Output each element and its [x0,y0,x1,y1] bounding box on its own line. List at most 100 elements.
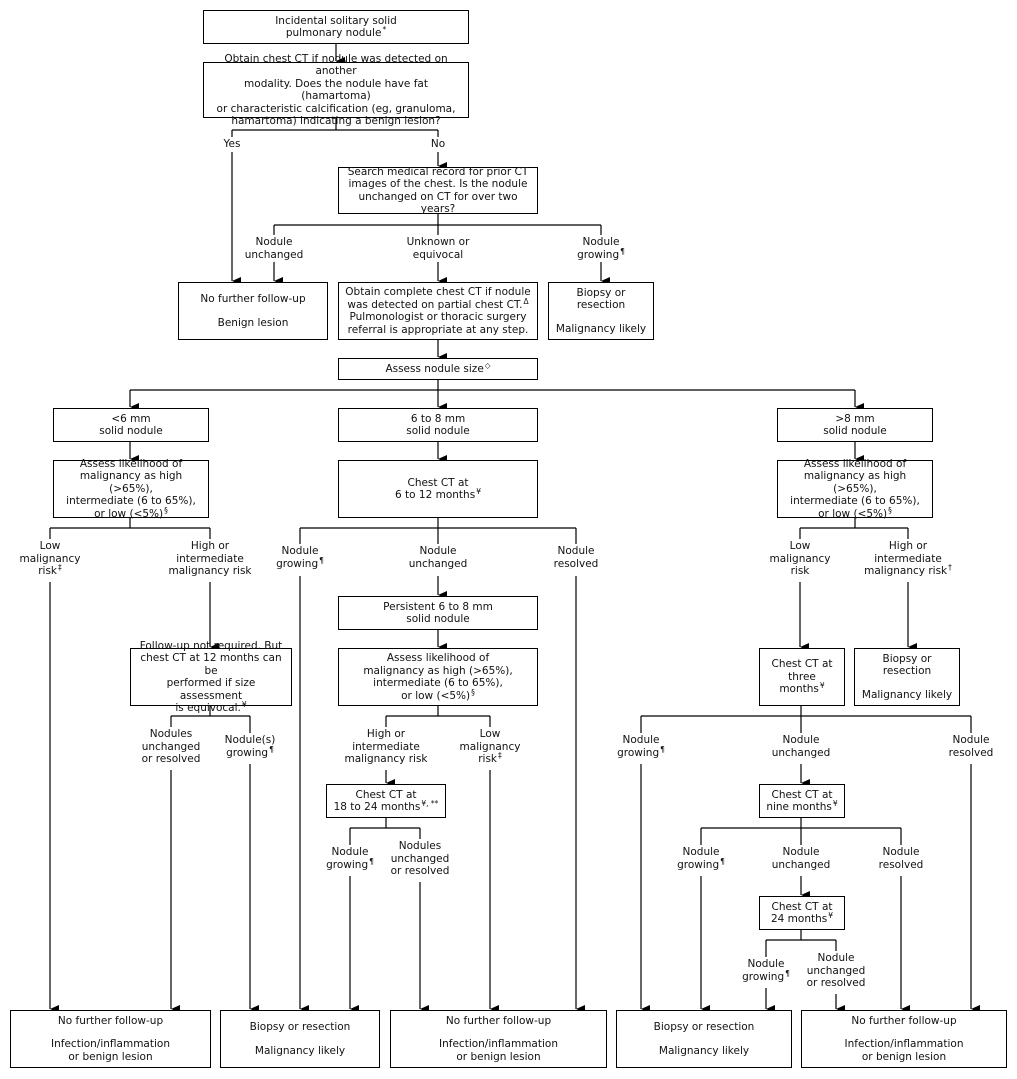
text-line: High or [888,540,928,552]
text-line: >8 mm [835,413,874,426]
text-line: High or [344,728,427,741]
text-line: solid nodule [823,425,887,437]
text-line: or resolved [141,753,201,765]
text-line: images of the chest. Is the nodule [349,178,528,191]
text-line: Nodule [557,545,595,557]
text-line: Chest CT at [771,900,833,913]
text-line: or low (<5%)§ [401,688,475,703]
text-line: Nodule [677,846,725,859]
text-line: 6 to 12 months [395,489,476,501]
text-line: No [431,138,445,151]
footnote-marker: ¶ [720,856,725,866]
text-line: Nodule [617,734,665,747]
footnote-marker: Δ [523,296,529,306]
text-line: images of the chest. Is the nodule [348,178,528,190]
text-line: intermediate (6 to 65%), [66,495,196,508]
text-line: Nodules [391,840,450,853]
text-line: Follow-up not required. But [140,640,283,653]
footnote-marker: ¶ [369,856,374,866]
text-line: Nodule [742,958,790,971]
text-line: Nodule [747,958,785,970]
text-line: Assess likelihood of [387,652,489,665]
text-line: risk [38,565,58,577]
text-line: or low (<5%) [818,507,888,520]
text-line: malignancy risk [344,753,427,766]
text-line: unchanged [806,964,866,977]
node-ct-question: Obtain chest CT if nodule was detected o… [203,53,469,127]
text-line: Nodule [949,734,994,747]
text-line: malignancy as high (>65%), [363,664,513,677]
text-line: hamartoma) indicating a benign lesion? [231,115,441,127]
text-line: Assess nodule size [385,362,484,375]
text-line: risk [478,753,498,765]
text-line: 6 to 8 mm [411,413,465,426]
text-line: Chest CT at [771,789,832,802]
text-line: malignancy risk [864,565,948,577]
text-line: or low (<5%)§ [818,505,892,521]
text-line: Search medical record for prior CT [348,166,529,179]
branch-label-yes: Yes [223,138,241,151]
text-line: High or [190,540,230,552]
text-line: Chest CT at [355,789,416,802]
text-line: equivocal [407,249,470,262]
text-line: Unknown or [406,236,470,248]
text-line: or resolved [391,865,450,878]
text-line: Chest CT at [355,788,417,801]
text-line: is equivocal.¥ [175,700,247,715]
footnote-marker: ‡ [58,563,62,572]
text-line: Infection/inflammation [844,1038,964,1051]
text-line: 6 to 12 months¥ [395,488,481,502]
footnote-marker: ¥, ** [421,799,439,808]
text-line: referral is appropriate at any step. [348,324,529,337]
text-line: No further follow-up [57,1014,164,1027]
text-line: 6 to 8 mm [410,412,466,425]
footnote-marker: ¥ [241,700,247,709]
text-line: Biopsy or resection [653,1021,755,1033]
text-line: Nodule(s) [224,734,276,746]
text-line: No [430,138,446,150]
text-line: or resolved [806,977,866,989]
text-line: Incidental solitary solid [275,14,397,27]
text-line: was detected on partial chest CT. [347,298,523,311]
text-line: Obtain complete chest CT if nodule [345,286,531,298]
text-line: unchanged [807,965,866,978]
text-line: chest CT at 12 months can be [135,652,287,677]
text-line: High or [366,728,406,740]
text-line: resolved [878,858,924,871]
text-line: resolved [948,746,994,759]
text-line: Persistent 6 to 8 mm [383,600,493,613]
text-line: Nodule [245,236,304,249]
text-line: Unknown or [407,236,470,249]
text-line: risk‡ [20,563,81,578]
text-line: performed if size assessment [166,677,256,702]
text-line: 18 to 24 months¥, ** [334,799,439,814]
text-line: No further follow-up [445,1014,552,1027]
footnote-marker: ◇ [484,360,491,370]
text-line: intermediate [176,552,244,565]
text-line: Assess likelihood of [803,457,907,470]
footnote-marker: ¥ [832,799,838,808]
text-line: Assess likelihood of [79,457,183,470]
text-line: Low [479,728,501,740]
text-line: or benign lesion [861,1050,947,1063]
text-line: referral is appropriate at any step. [347,323,529,336]
text-line: growing [276,557,319,570]
text-line: unchanged [772,747,831,760]
footnote-marker: § [888,505,892,515]
text-line: Chest CT at [771,658,832,671]
footnote-marker: ¶ [785,968,790,978]
text-line: malignancy [20,553,81,566]
text-line: 24 months¥ [771,912,833,926]
text-line: intermediate (6 to 65%), [790,495,920,508]
text-line: Yes [224,138,241,151]
